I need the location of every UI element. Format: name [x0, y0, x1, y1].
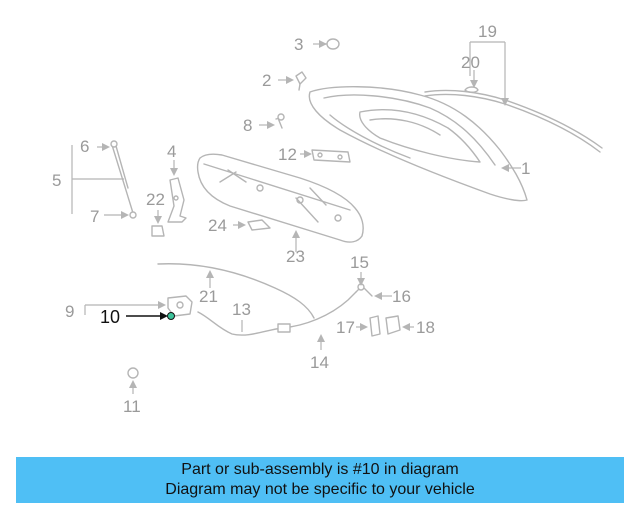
banner-line-1: Part or sub-assembly is #10 in diagram	[181, 461, 459, 478]
callout-6: 6	[80, 137, 89, 156]
callout-5: 5	[52, 171, 61, 190]
callout-2: 2	[262, 71, 271, 90]
retainer	[247, 219, 271, 231]
hood-strut	[110, 140, 137, 219]
callout-14: 14	[310, 353, 329, 372]
callout-22: 22	[146, 190, 165, 209]
hood-insulator	[196, 153, 364, 243]
callout-20: 20	[461, 53, 480, 72]
bracket	[311, 149, 351, 163]
hood-latch	[167, 295, 193, 317]
banner-line-2: Diagram may not be specific to your vehi…	[165, 481, 475, 498]
callout-13: 13	[232, 300, 251, 319]
grommet	[127, 367, 139, 379]
callout-1: 1	[521, 159, 530, 178]
callout-19: 19	[478, 22, 497, 41]
callout-16: 16	[392, 287, 411, 306]
info-banner: Part or sub-assembly is #10 in diagram D…	[16, 457, 624, 503]
callout-21: 21	[199, 287, 218, 306]
callout-12: 12	[278, 145, 297, 164]
part-10-highlight: 10	[100, 307, 175, 327]
clip	[295, 71, 307, 91]
callout-23: 23	[286, 247, 305, 266]
callout-9: 9	[65, 302, 74, 321]
parts-diagram: 1 19 20 3 2 8 12	[52, 22, 603, 416]
release-handle-cable	[277, 291, 357, 333]
callout-8: 8	[243, 116, 252, 135]
release-handle	[355, 283, 373, 297]
callout-10: 10	[100, 307, 120, 327]
hinge	[167, 177, 187, 223]
callout-15: 15	[350, 253, 369, 272]
bolt	[275, 113, 285, 129]
callout-17: 17	[336, 318, 355, 337]
callout-3: 3	[294, 35, 303, 54]
callout-7: 7	[90, 207, 99, 226]
release-cable-upper	[157, 263, 315, 319]
hood-panel	[308, 86, 528, 202]
callout-4: 4	[167, 142, 176, 161]
callout-11: 11	[123, 397, 141, 416]
release-cable-lower	[197, 311, 283, 336]
callout-18: 18	[416, 318, 435, 337]
handle-clip	[369, 315, 401, 337]
bushing	[151, 225, 165, 237]
part-10-marker	[167, 312, 175, 320]
callout-24: 24	[208, 216, 227, 235]
